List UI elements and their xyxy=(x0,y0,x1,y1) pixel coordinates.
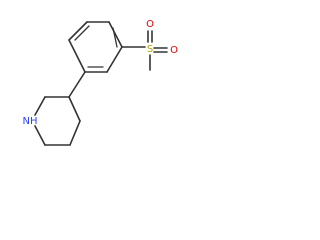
oxygen-bottom-label: O xyxy=(170,45,178,56)
piperidine-bond xyxy=(34,96,46,116)
atom-labels: S O O NH xyxy=(23,19,179,127)
bonds xyxy=(34,21,168,146)
molecule-structure: S O O NH xyxy=(23,19,179,146)
molecule-canvas: S O O NH xyxy=(0,0,182,152)
aromatic-inner-bond xyxy=(112,27,118,48)
oxygen-top-label: O xyxy=(146,19,154,30)
ring-bond xyxy=(68,21,88,41)
ring-bond xyxy=(106,46,123,73)
ring-bond xyxy=(108,21,123,48)
nitrogen-label: NH xyxy=(23,116,38,127)
aryl-piperidine-bond xyxy=(68,71,86,98)
piperidine-bond xyxy=(69,120,81,146)
piperidine-bond xyxy=(68,96,81,122)
aromatic-inner-bond xyxy=(74,25,90,41)
ring-bond xyxy=(68,39,86,73)
sulfur-label: S xyxy=(147,44,153,55)
piperidine-bond xyxy=(34,125,46,146)
